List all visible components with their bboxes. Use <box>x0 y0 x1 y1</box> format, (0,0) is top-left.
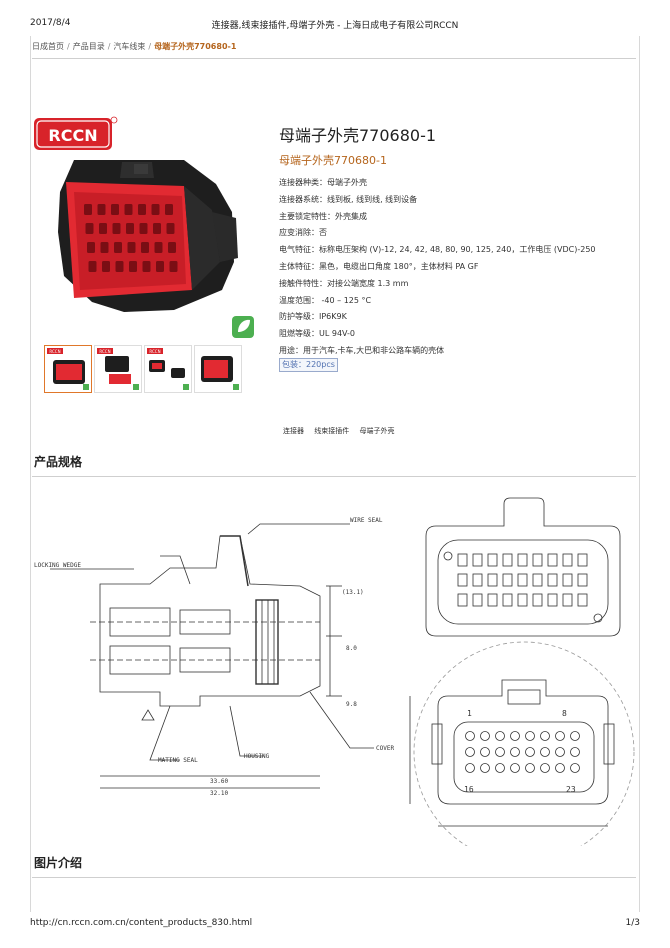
section-divider <box>32 476 636 477</box>
thumbnail-strip: RCCN RCCN RCCN <box>44 345 244 393</box>
tag-list: 连接器 线束接插件 母端子外壳 <box>283 426 402 436</box>
dim-9-8: 9.8 <box>346 701 357 708</box>
rccn-logo: RCCN <box>34 116 118 150</box>
product-main-image[interactable]: RCCN <box>34 112 256 342</box>
thumbnail-1[interactable]: RCCN <box>44 345 92 393</box>
spec-flammability: 阻燃等级：UL 94V-0 <box>279 329 356 339</box>
dim-33-60: 33.60 <box>210 778 228 785</box>
breadcrumb-home[interactable]: 日成首页 <box>32 42 64 51</box>
dim-13-1: (13.1) <box>342 589 364 596</box>
pin-label-16: 16 <box>464 785 474 794</box>
pin-label-23: 23 <box>566 785 576 794</box>
tag-harness[interactable]: 线束接插件 <box>314 427 350 435</box>
pin-label-8: 8 <box>562 709 567 718</box>
section-divider-2 <box>32 877 636 878</box>
pin-label-1: 1 <box>467 709 472 718</box>
thumbnail-4[interactable] <box>194 345 242 393</box>
front-view-top <box>425 497 621 637</box>
spec-electrical: 电气特征：标称电压架构 (V)-12, 24, 42, 48, 80, 90, … <box>279 245 596 255</box>
breadcrumb-catalog[interactable]: 产品目录 <box>72 42 105 51</box>
spec-locking: 主要锁定特性：外壳集成 <box>279 211 367 221</box>
svg-text:RCCN: RCCN <box>149 349 160 354</box>
breadcrumb-category[interactable]: 汽车线束 <box>113 42 146 51</box>
product-spec-list: 连接器种类：母端子外壳 连接器系统：线到板, 线到线, 线到设备 主要锁定特性：… <box>279 175 619 360</box>
thumbnail-2[interactable]: RCCN <box>94 345 142 393</box>
front-view-bottom <box>409 641 635 863</box>
eco-leaf-icon <box>232 316 254 338</box>
print-date: 2017/8/4 <box>30 18 71 28</box>
spec-strain-relief: 应变消除：否 <box>279 228 327 238</box>
label-mating-seal: MATING SEAL <box>158 757 198 764</box>
label-housing: HOUSING <box>244 753 270 760</box>
section-title-intro: 图片介绍 <box>34 856 83 870</box>
print-url: http://cn.rccn.com.cn/content_products_8… <box>30 918 253 928</box>
label-wire-seal: WIRE SEAL <box>350 517 383 524</box>
tag-housing[interactable]: 母端子外壳 <box>359 427 395 435</box>
logo-text: RCCN <box>48 126 97 145</box>
svg-text:RCCN: RCCN <box>49 349 60 354</box>
svg-text:RCCN: RCCN <box>99 349 110 354</box>
label-cover: COVER <box>376 745 394 752</box>
product-subtitle: 母端子外壳770680-1 <box>279 154 387 167</box>
spec-protection: 防护等级：IP6K9K <box>279 312 347 322</box>
breadcrumb-current: 母端子外壳770680-1 <box>154 42 237 51</box>
dim-32-10: 32.10 <box>210 790 228 797</box>
spec-contact: 接触件特性：对接公端宽度 1.3 mm <box>279 278 409 288</box>
thumbnail-3[interactable]: RCCN <box>144 345 192 393</box>
package-badge: 包装：220pcs <box>279 358 338 372</box>
dim-8-0: 8.0 <box>346 645 357 652</box>
section-title-specs: 产品规格 <box>34 455 83 469</box>
connector-photo <box>58 160 238 312</box>
technical-drawing: WIRE SEAL LOCKING WEDGE MATING SEAL HOUS… <box>30 496 638 863</box>
product-title: 母端子外壳770680-1 <box>279 126 437 145</box>
print-page-title: 连接器,线束接插件,母端子外壳 - 上海日成电子有限公司RCCN <box>211 21 459 31</box>
label-locking-wedge: LOCKING WEDGE <box>34 562 81 569</box>
side-section-view <box>50 523 374 789</box>
spec-connector-type: 连接器种类：母端子外壳 <box>279 178 367 187</box>
print-page-number: 1/3 <box>625 918 640 928</box>
spec-connector-system: 连接器系统：线到板, 线到线, 线到设备 <box>279 194 418 204</box>
spec-body: 主体特征：黑色，电缆出口角度 180°，主体材料 PA GF <box>279 261 479 271</box>
page-frame <box>30 36 640 912</box>
spec-temperature: 温度范围： -40 – 125 °C <box>279 295 372 305</box>
spec-usage: 用途：用于汽车,卡车,大巴和非公路车辆的壳体 <box>279 345 445 355</box>
breadcrumb: 日成首页/产品目录/汽车线束/母端子外壳770680-1 <box>32 40 636 59</box>
tag-connector[interactable]: 连接器 <box>283 427 304 435</box>
